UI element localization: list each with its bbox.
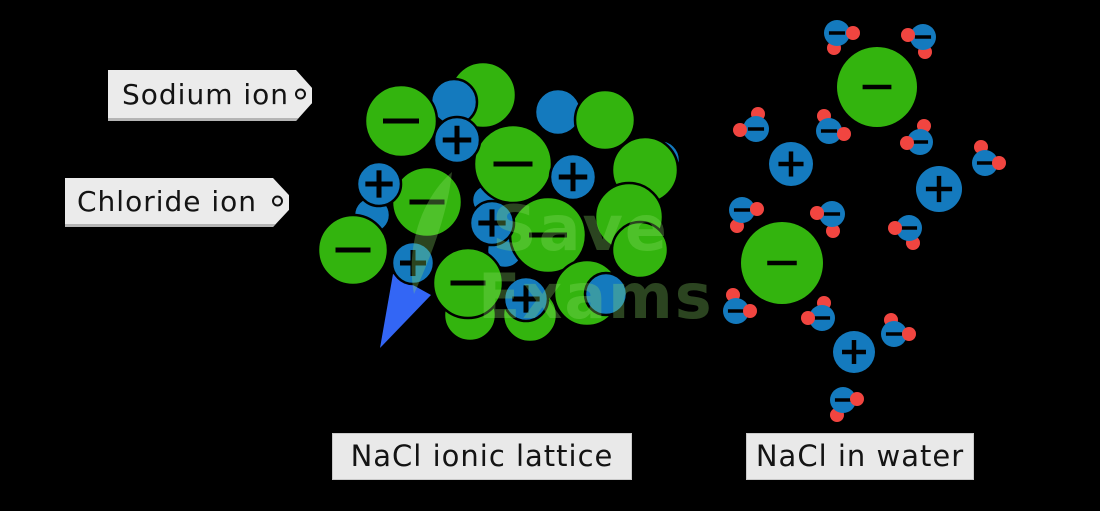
- water-molecule: [801, 296, 835, 331]
- hydrogen-atom: [992, 156, 1006, 170]
- hydrogen-atom: [733, 123, 747, 137]
- hydrogen-atom: [900, 136, 914, 150]
- water-molecule: [824, 20, 860, 55]
- watermark-leaf-icon: [411, 172, 452, 294]
- chloride-ion: [610, 220, 670, 280]
- sodium-ion-tag-label: Sodium ion: [122, 77, 290, 111]
- hydrogen-atom: [846, 26, 860, 40]
- hydrogen-atom: [837, 127, 851, 141]
- watermark-text: Save: [492, 192, 669, 265]
- hydrogen-atom: [901, 28, 915, 42]
- water-molecule: [830, 387, 864, 422]
- water-molecule: [900, 119, 933, 155]
- water-molecule: [888, 215, 922, 250]
- water-molecule: [816, 109, 851, 144]
- sodium-ion: [533, 87, 583, 137]
- chloride-ion: [573, 88, 637, 152]
- water-molecule: [881, 313, 916, 347]
- tag-hole-icon: [295, 89, 306, 100]
- chloride-ion-tag-label: Chloride ion: [77, 184, 258, 218]
- water-molecule: [723, 288, 757, 324]
- water-molecule: [729, 197, 764, 233]
- pointer-triangle: [380, 274, 431, 348]
- sodium-ion: [583, 271, 629, 317]
- sodium-ion-tag: Sodium ion: [108, 70, 312, 121]
- watermark-text: Exams: [478, 260, 714, 333]
- lattice-caption: NaCl ionic lattice: [332, 433, 632, 480]
- ion-layer: [316, 20, 1006, 422]
- chloride-ion-tag: Chloride ion: [65, 178, 289, 227]
- hydrogen-atom: [902, 327, 916, 341]
- hydrogen-atom: [826, 224, 840, 238]
- water-molecule: [901, 24, 936, 59]
- hydrogen-atom: [850, 392, 864, 406]
- water-molecule: [733, 107, 769, 142]
- water-caption: NaCl in water: [746, 433, 974, 480]
- hydrogen-atom: [750, 202, 764, 216]
- watermark: Save Exams: [411, 172, 714, 333]
- water-molecule: [810, 201, 845, 238]
- hydrogen-atom: [810, 206, 824, 220]
- water-molecule: [972, 140, 1006, 176]
- hydrogen-atom: [801, 311, 815, 325]
- hydrogen-atom: [743, 304, 757, 318]
- hydrogen-atom: [888, 221, 902, 235]
- tag-hole-icon: [272, 196, 283, 207]
